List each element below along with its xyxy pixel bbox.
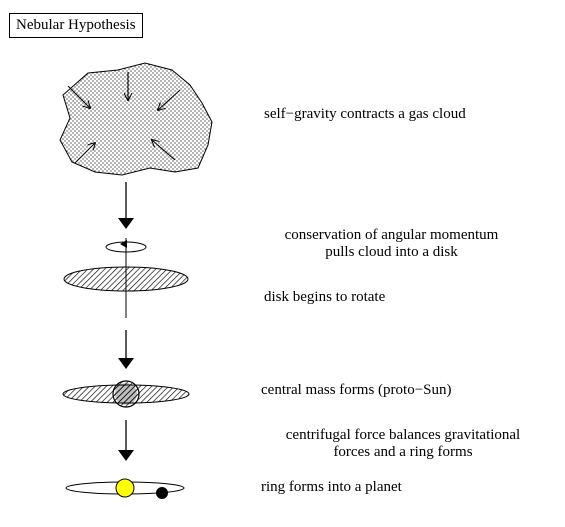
step-label-planet: ring forms into a planet <box>261 479 402 495</box>
flat-disk <box>63 266 189 292</box>
contraction-arrow <box>67 85 90 108</box>
step-label-angular-momentum: conservation of angular momentum pulls c… <box>284 227 499 260</box>
diagram-title: Nebular Hypothesis <box>9 13 143 38</box>
proto-sun-disk <box>62 380 190 408</box>
down-arrow <box>118 420 134 461</box>
contraction-arrow <box>152 140 176 161</box>
step-label-contraction: self−gravity contracts a gas cloud <box>264 106 466 122</box>
step-label-ring-forms: centrifugal force balances gravitational… <box>285 427 521 460</box>
planet-ring-system <box>65 478 185 499</box>
contraction-arrow <box>158 89 181 110</box>
step-label-proto-sun: central mass forms (proto−Sun) <box>261 382 452 398</box>
down-arrow <box>118 330 134 369</box>
proto-sun <box>112 380 140 408</box>
gas-cloud <box>59 62 213 176</box>
step-label-disk-rotation: disk begins to rotate <box>264 289 386 305</box>
contraction-arrow <box>74 143 95 164</box>
sun <box>115 478 135 498</box>
planet <box>156 487 168 499</box>
down-arrow <box>118 182 134 229</box>
